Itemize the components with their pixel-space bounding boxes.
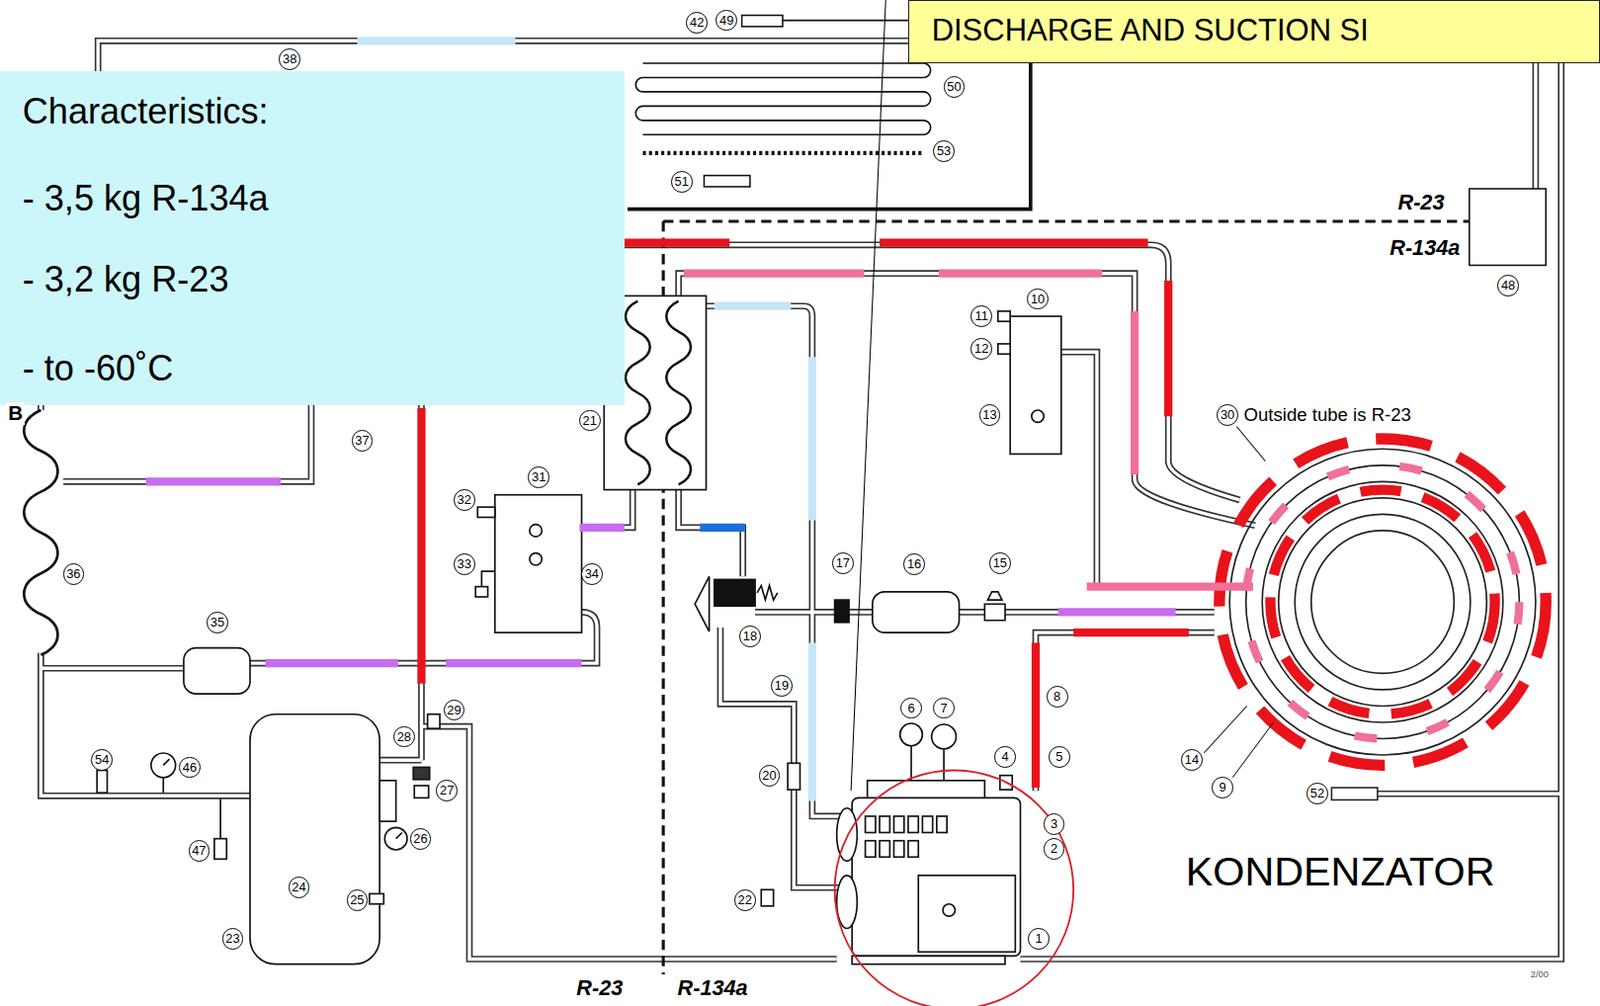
note-text: Outside tube is R-23 bbox=[1242, 405, 1414, 425]
box-text: Characteristics: bbox=[22, 91, 269, 132]
callout-number: 13 bbox=[979, 404, 1002, 426]
callout-number: 33 bbox=[453, 553, 476, 576]
callout-number: 47 bbox=[188, 840, 211, 862]
refrigerant-label: R-23 bbox=[574, 976, 625, 1001]
callout-number: 19 bbox=[770, 674, 793, 697]
callout-number: 6 bbox=[900, 697, 923, 720]
leader-line bbox=[850, 0, 886, 791]
callout-number: 35 bbox=[206, 611, 229, 634]
callout-number: 31 bbox=[527, 466, 550, 489]
characteristics-box: Characteristics: - 3,5 kg R-134a - 3,2 kg … bbox=[0, 71, 625, 406]
callout-number: 2 bbox=[1043, 838, 1066, 860]
callout-number: 14 bbox=[1180, 749, 1203, 771]
callout-number: 18 bbox=[739, 625, 761, 648]
section-letter: B bbox=[5, 402, 25, 425]
callout-number: 22 bbox=[734, 889, 757, 912]
callout-number: 46 bbox=[178, 757, 201, 779]
callout-number: 9 bbox=[1211, 776, 1234, 799]
callout-number: 11 bbox=[970, 305, 993, 328]
callout-number: 32 bbox=[453, 489, 476, 511]
callout-number: 8 bbox=[1046, 685, 1069, 708]
callout-number: 50 bbox=[943, 76, 966, 98]
callout-number: 48 bbox=[1497, 274, 1519, 297]
box-text: - to -60˚C bbox=[22, 348, 174, 389]
callout-number: 23 bbox=[222, 927, 245, 950]
callout-number: 34 bbox=[581, 563, 603, 586]
callout-number: 37 bbox=[351, 429, 374, 452]
revision-mark: 2/00 bbox=[1530, 969, 1549, 980]
callout-number: 20 bbox=[758, 764, 781, 787]
callout-number: 28 bbox=[393, 726, 416, 749]
component-label: KONDENZATOR bbox=[1183, 849, 1498, 895]
callout-number: 7 bbox=[932, 697, 955, 720]
callout-number: 53 bbox=[932, 140, 955, 163]
callout-number: 29 bbox=[443, 699, 466, 722]
callout-number: 12 bbox=[970, 337, 993, 360]
highlight-circle bbox=[835, 770, 1075, 1006]
callout-number: 26 bbox=[410, 828, 432, 850]
callout-number: 38 bbox=[278, 48, 301, 71]
callout-number: 54 bbox=[90, 749, 113, 771]
callout-number: 3 bbox=[1043, 813, 1066, 836]
callout-number: 21 bbox=[579, 410, 601, 432]
callout-number: 36 bbox=[63, 563, 85, 586]
box-text: - 3,5 kg R-134a bbox=[22, 178, 269, 219]
box-text: DISCHARGE AND SUCTION SI bbox=[931, 13, 1369, 48]
callout-banner: DISCHARGE AND SUCTION SI bbox=[908, 0, 1600, 64]
callout-number: 1 bbox=[1027, 927, 1050, 950]
callout-number: 5 bbox=[1048, 746, 1071, 768]
refrigerant-label: R-23 bbox=[1395, 190, 1446, 215]
callout-number: 30 bbox=[1216, 404, 1239, 426]
callout-number: 27 bbox=[435, 779, 458, 802]
condenser-coil bbox=[1203, 426, 1546, 801]
callout-number: 16 bbox=[903, 553, 926, 576]
callout-number: 52 bbox=[1306, 782, 1329, 805]
callout-number: 10 bbox=[1026, 288, 1049, 311]
callout-number: 25 bbox=[346, 889, 369, 912]
refrigerant-label: R-134a bbox=[675, 976, 751, 1001]
callout-number: 15 bbox=[989, 552, 1011, 575]
compressor-r134a bbox=[837, 723, 1021, 965]
callout-number: 4 bbox=[994, 746, 1016, 768]
callout-number: 17 bbox=[832, 552, 854, 575]
box-text: - 3,2 kg R-23 bbox=[22, 259, 230, 300]
callout-number: 51 bbox=[671, 170, 693, 193]
refrigerant-label: R-134a bbox=[1387, 236, 1462, 260]
callout-number: 49 bbox=[715, 9, 738, 32]
callout-number: 42 bbox=[685, 11, 708, 34]
